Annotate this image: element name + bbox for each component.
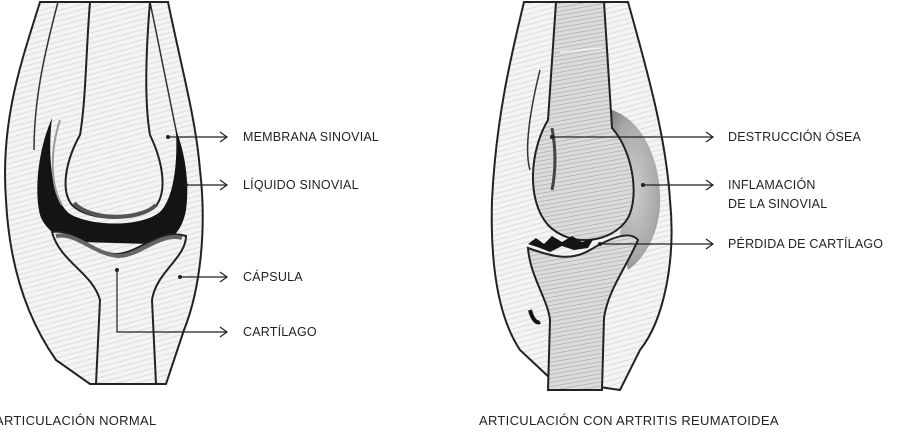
- label-liquido-sinovial: LÍQUIDO SINOVIAL: [243, 177, 359, 192]
- label-membrana-sinovial: MEMBRANA SINOVIAL: [243, 130, 379, 144]
- label-capsula: CÁPSULA: [243, 269, 303, 284]
- label-inflamacion-line2: DE LA SINOVIAL: [728, 197, 827, 211]
- ra-joint-illustration: [492, 2, 672, 390]
- caption-artritis: ARTICULACIÓN CON ARTRITIS REUMATOIDEA: [479, 413, 779, 428]
- label-inflamacion-line1: INFLAMACIÓN: [728, 177, 816, 192]
- label-cartilago: CARTÍLAGO: [243, 324, 317, 339]
- label-destruccion-osea: DESTRUCCIÓN ÓSEA: [728, 129, 862, 144]
- label-perdida-cartilago: PÉRDIDA DE CARTÍLAGO: [728, 236, 883, 251]
- caption-normal: ARTICULACIÓN NORMAL: [0, 413, 156, 428]
- normal-joint-illustration: [5, 2, 203, 384]
